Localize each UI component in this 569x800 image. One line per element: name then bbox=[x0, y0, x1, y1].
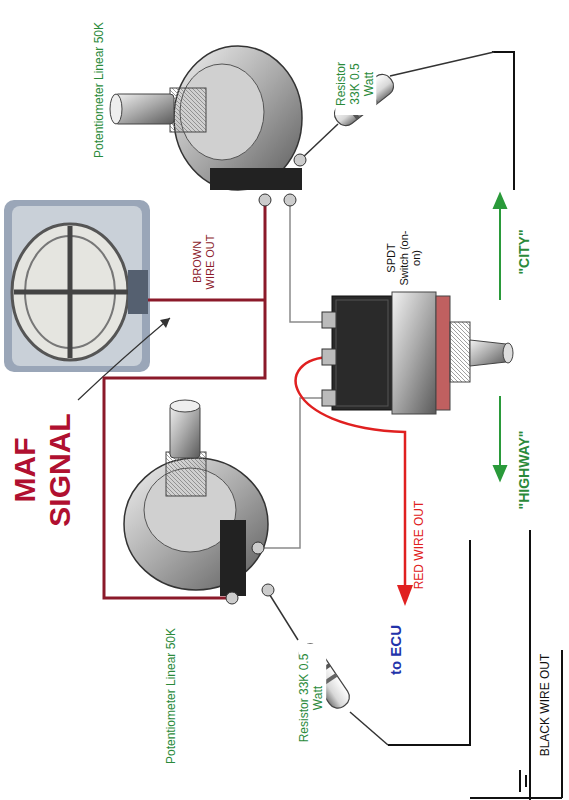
signal-name: to ECU bbox=[387, 612, 404, 688]
resistor-symbol bbox=[268, 592, 388, 745]
wire-name: RED WIRE OUT bbox=[413, 490, 427, 600]
potentiometer-symbol bbox=[110, 46, 306, 206]
arrow-head bbox=[160, 318, 170, 328]
gray-wire bbox=[258, 200, 332, 548]
part-name: Resistor 33K 0.5 Watt bbox=[298, 644, 326, 752]
direction-arrow bbox=[494, 194, 506, 480]
part-name: Potentiometer Linear 50K bbox=[165, 626, 179, 766]
leader-arrow bbox=[78, 318, 170, 400]
potentiometer-symbol bbox=[124, 400, 274, 604]
ground-symbol bbox=[520, 770, 526, 792]
black-wire bbox=[388, 52, 562, 800]
part-name: Resistor 33K 0.5 Watt bbox=[335, 53, 376, 115]
part-name: Potentiometer Linear 50K bbox=[93, 20, 107, 160]
maf-sensor-photo bbox=[4, 200, 150, 372]
position-name: "HIGHWAY" bbox=[516, 410, 532, 530]
wire-name: BLACK WIRE OUT bbox=[539, 643, 553, 767]
position-name: "CITY" bbox=[516, 207, 532, 297]
signal-name: MAF SIGNAL bbox=[8, 385, 77, 555]
part-name: SPDT Switch (on-on) bbox=[385, 226, 423, 290]
arrow-head bbox=[397, 585, 413, 606]
wire-name: BROWN WIRE OUT bbox=[191, 229, 216, 295]
resistor-symbol bbox=[300, 52, 494, 160]
toggle-switch-symbol bbox=[322, 292, 513, 414]
